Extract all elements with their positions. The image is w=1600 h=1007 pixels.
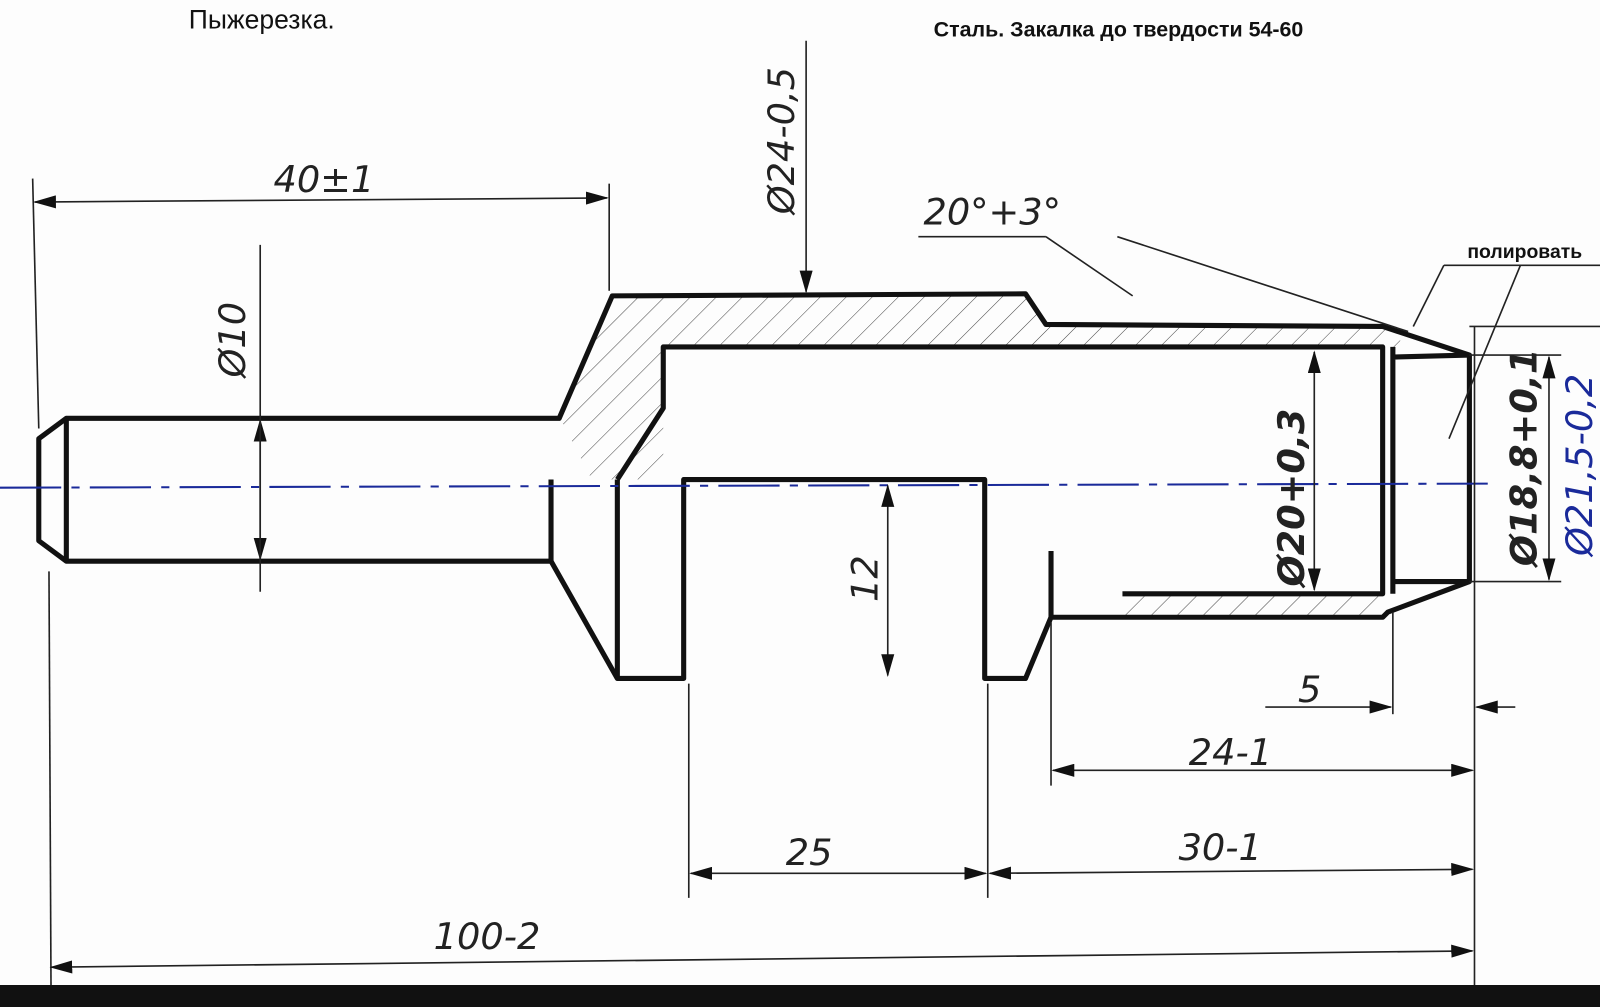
dim-dia-24: Ø24-0,5 xyxy=(760,67,803,216)
dim-12: 12 xyxy=(844,555,887,602)
cone-edge xyxy=(615,344,1386,597)
dim-24: 24-1 xyxy=(1189,731,1272,774)
dim-dia-10: Ø10 xyxy=(211,302,254,380)
drawing-title: Пыжерезка. xyxy=(189,5,335,35)
dim-25: 25 xyxy=(786,831,833,874)
part-outline-top xyxy=(36,291,1472,682)
dim-30: 30-1 xyxy=(1179,826,1262,869)
polish-note: полировать xyxy=(1467,241,1582,263)
section-hatch-top xyxy=(559,293,1409,480)
extension-lines xyxy=(31,178,1600,990)
dim-dia-18-8: Ø18,8+0,1 xyxy=(1503,349,1546,569)
bore-step xyxy=(1390,346,1470,594)
dim-100: 100-2 xyxy=(434,915,541,958)
dim-5: 5 xyxy=(1298,668,1321,711)
section-hatch-bottom xyxy=(1122,593,1383,618)
dim-dia-21-5: Ø21,5-0,2 xyxy=(1558,374,1600,558)
material-note: Сталь. Закалка до твердости 54-60 xyxy=(934,18,1304,42)
center-axis xyxy=(0,482,1488,489)
dim-40: 40±1 xyxy=(273,158,374,201)
dim-dia-20: Ø20+0,3 xyxy=(1270,409,1313,589)
dimension-lines xyxy=(33,40,1556,974)
bottom-black-bar xyxy=(0,985,1600,1007)
dim-angle: 20°+3° xyxy=(923,190,1061,233)
